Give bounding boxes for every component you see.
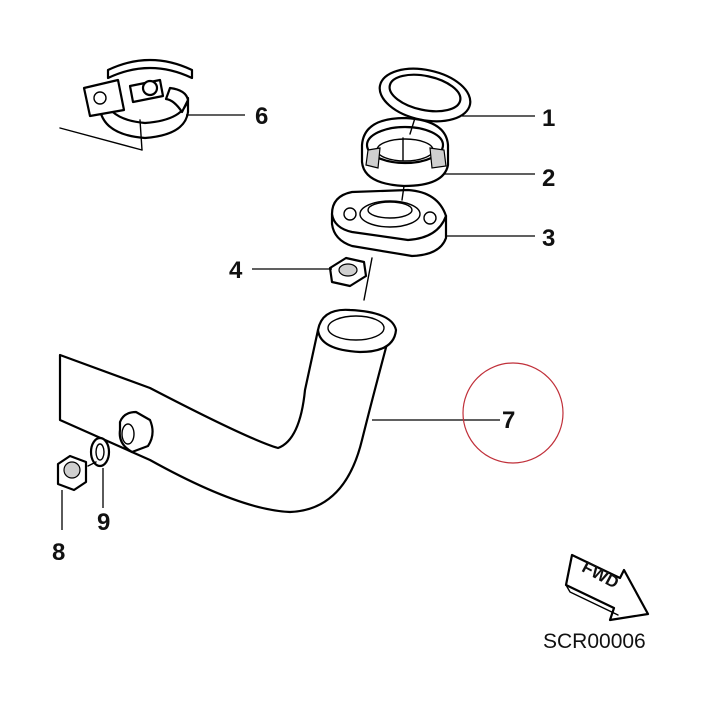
callout-8: 8 bbox=[52, 539, 65, 566]
bolt-part-8 bbox=[56, 454, 97, 492]
callout-7: 7 bbox=[502, 407, 515, 434]
assembly-lines bbox=[363, 117, 416, 301]
flange-part-3 bbox=[330, 188, 448, 258]
callout-3: 3 bbox=[542, 225, 555, 252]
exhaust-pipe-part-7 bbox=[58, 308, 398, 514]
callout-2: 2 bbox=[542, 165, 555, 192]
nut-part-4 bbox=[328, 256, 368, 288]
forward-direction-arrow: FWD bbox=[564, 553, 650, 622]
callout-6: 6 bbox=[255, 103, 268, 130]
callout-1: 1 bbox=[542, 105, 555, 132]
gasket-ring-part-1 bbox=[378, 67, 472, 123]
split-collar-part-2 bbox=[360, 116, 450, 188]
clamp-part-6 bbox=[59, 58, 194, 151]
drawing-code: SCR00006 bbox=[543, 630, 646, 653]
washer-part-9 bbox=[89, 436, 111, 468]
callout-9: 9 bbox=[97, 509, 110, 536]
highlight-circle bbox=[462, 362, 564, 464]
leader-lines bbox=[61, 114, 535, 530]
callout-4: 4 bbox=[229, 257, 243, 284]
